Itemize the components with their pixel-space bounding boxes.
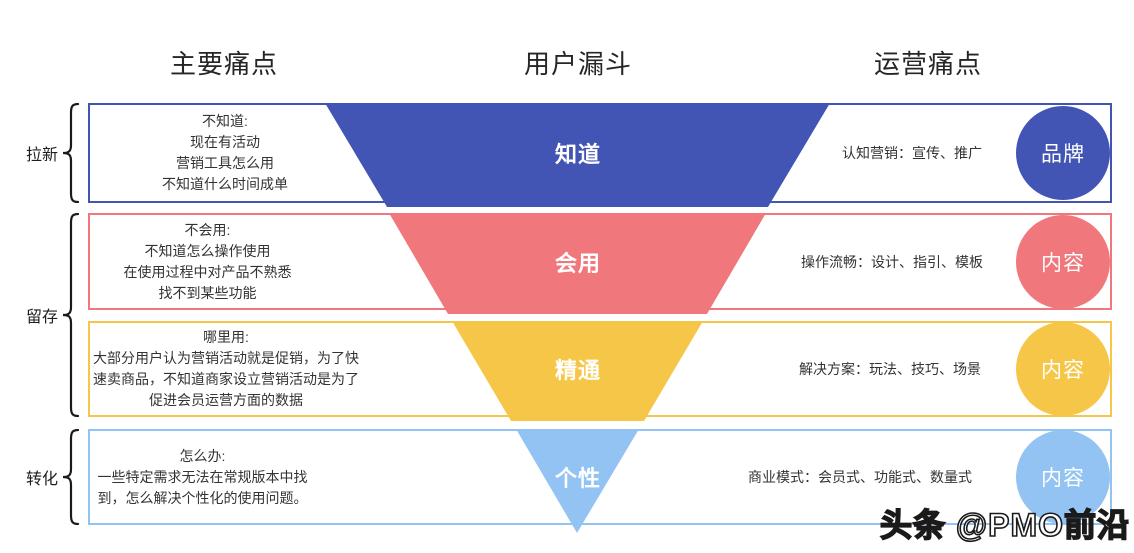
funnel-stage-label: 知道 (554, 142, 601, 167)
watermark-toutiao-pmo: 头条 @PMO前沿 (879, 506, 1130, 544)
pain-line: 怎么办: (179, 447, 226, 464)
stage-circle-brand: 品牌 (1016, 106, 1110, 200)
pain-points-text: 不会用: 不知道怎么操作使用 在使用过程中对产品不熟悉 找不到某些功能 (90, 215, 325, 308)
pain-line: 不知道怎么操作使用 (144, 242, 271, 259)
pain-points-text: 怎么办: 一些特定需求无法在常规版本中找 到，怎么解决个性化的使用问题。 (90, 431, 315, 523)
ops-pain-text: 商业模式：会员式、功能式、数量式 (748, 469, 972, 485)
pain-line: 大部分用户认为营销活动就是促销，为了快 (93, 350, 359, 366)
funnel-row-know: 不知道: 现在有活动 营销工具怎么用 不知道什么时间成单 知道 认知营销：宣传、… (88, 103, 1112, 207)
group-label-conversion: 转化 (25, 471, 58, 488)
header-ops-pain-points: 运营痛点 (873, 49, 982, 79)
pain-line: 促进会员运营方面的数据 (149, 392, 303, 408)
funnel-row-personalize: 怎么办: 一些特定需求无法在常规版本中找 到，怎么解决个性化的使用问题。 个性 … (88, 429, 1112, 533)
pain-points-text: 不知道: 现在有活动 营销工具怎么用 不知道什么时间成单 (100, 105, 350, 201)
funnel-stage-label: 会用 (554, 250, 601, 276)
brace-conversion (62, 429, 80, 525)
pain-line: 哪里用: (203, 329, 249, 345)
ops-pain-text: 解决方案：玩法、技巧、场景 (799, 361, 981, 377)
pain-line: 找不到某些功能 (158, 284, 257, 301)
group-label-acquisition: 拉新 (25, 147, 58, 164)
ops-pain-text: 操作流畅：设计、指引、模板 (801, 253, 983, 270)
pain-line: 速卖商品，不知道商家设立营销活动是为了 (93, 371, 359, 387)
funnel-stage-label: 个性 (554, 466, 601, 491)
funnel-segment (325, 103, 830, 207)
ops-pain-text: 认知营销：宣传、推广 (842, 145, 982, 161)
pain-line: 现在有活动 (190, 134, 260, 150)
stage-circle-content: 内容 (1016, 322, 1110, 416)
group-label-retention: 留存 (25, 309, 58, 326)
brace-acquisition (62, 103, 80, 203)
brace-retention (62, 213, 80, 417)
header-main-pain-points: 主要痛点 (169, 49, 278, 79)
pain-line: 不会用: (184, 221, 231, 238)
stage-circle-content: 内容 (1016, 214, 1110, 309)
funnel-stage-label: 精通 (554, 358, 601, 383)
stage-circle-content: 内容 (1016, 430, 1110, 524)
pain-points-text: 哪里用: 大部分用户认为营销活动就是促销，为了快 速卖商品，不知道商家设立营销活… (90, 323, 362, 415)
header-user-funnel: 用户漏斗 (523, 49, 632, 79)
funnel-segment (389, 213, 766, 314)
pain-line: 一些特定需求无法在常规版本中找 (97, 468, 308, 485)
pain-line: 不知道: (202, 113, 248, 129)
funnel-row-master: 哪里用: 大部分用户认为营销活动就是促销，为了快 速卖商品，不知道商家设立营销活… (88, 321, 1112, 421)
pain-line: 营销工具怎么用 (176, 155, 274, 171)
funnel-row-can-use: 不会用: 不知道怎么操作使用 在使用过程中对产品不熟悉 找不到某些功能 会用 操… (88, 213, 1112, 314)
pain-line: 不知道什么时间成单 (162, 176, 288, 192)
pain-line: 到，怎么解决个性化的使用问题。 (97, 489, 308, 506)
pain-line: 在使用过程中对产品不熟悉 (123, 263, 292, 280)
